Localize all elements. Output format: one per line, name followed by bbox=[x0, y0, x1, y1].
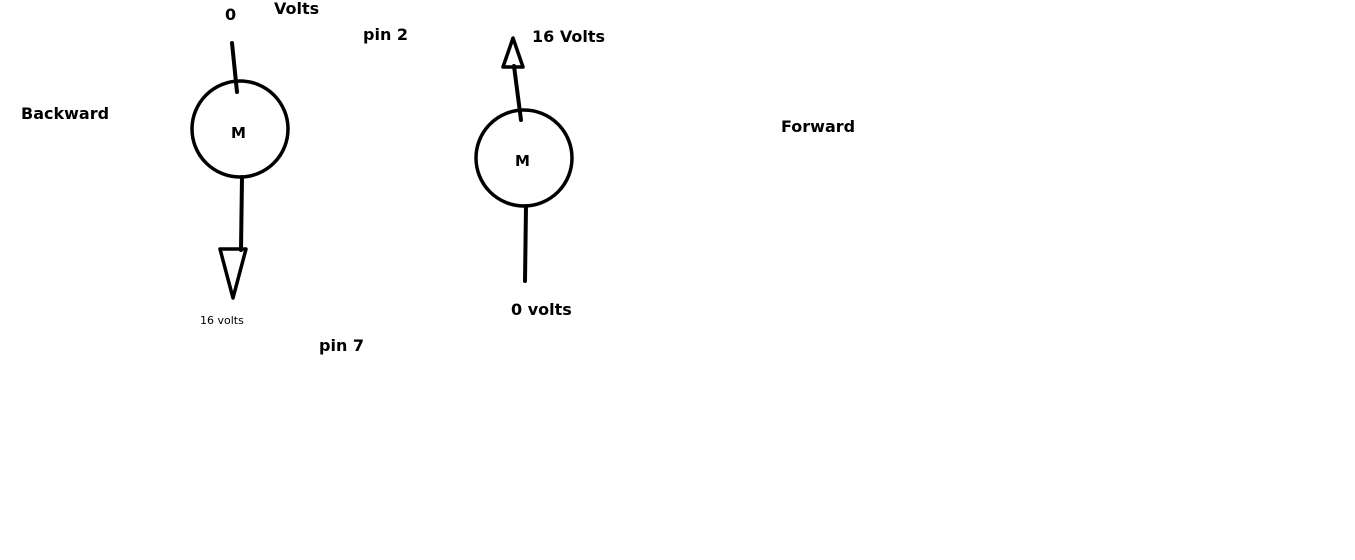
right-up-arrowhead bbox=[501, 36, 525, 69]
left-motor-symbol: M bbox=[231, 124, 246, 142]
right-bottom-voltage: 0 volts bbox=[511, 300, 572, 319]
left-motor-group bbox=[190, 41, 290, 300]
pin-7-label: pin 7 bbox=[319, 336, 365, 355]
right-motor-group bbox=[474, 36, 574, 283]
right-motor-bottom-lead bbox=[523, 204, 528, 283]
left-down-arrowhead bbox=[218, 247, 248, 300]
forward-label: Forward bbox=[781, 117, 856, 136]
left-top-voltage-unit: Volts bbox=[274, 0, 320, 18]
left-top-voltage-value: 0 bbox=[225, 5, 237, 24]
left-motor-bottom-lead bbox=[239, 175, 244, 252]
backward-label: Backward bbox=[21, 104, 110, 123]
left-bottom-voltage: 16 volts bbox=[200, 314, 244, 327]
right-motor-symbol: M bbox=[515, 152, 530, 170]
pin-2-label: pin 2 bbox=[363, 25, 409, 44]
left-motor-top-lead bbox=[230, 41, 239, 94]
right-top-voltage: 16 Volts bbox=[532, 27, 605, 46]
